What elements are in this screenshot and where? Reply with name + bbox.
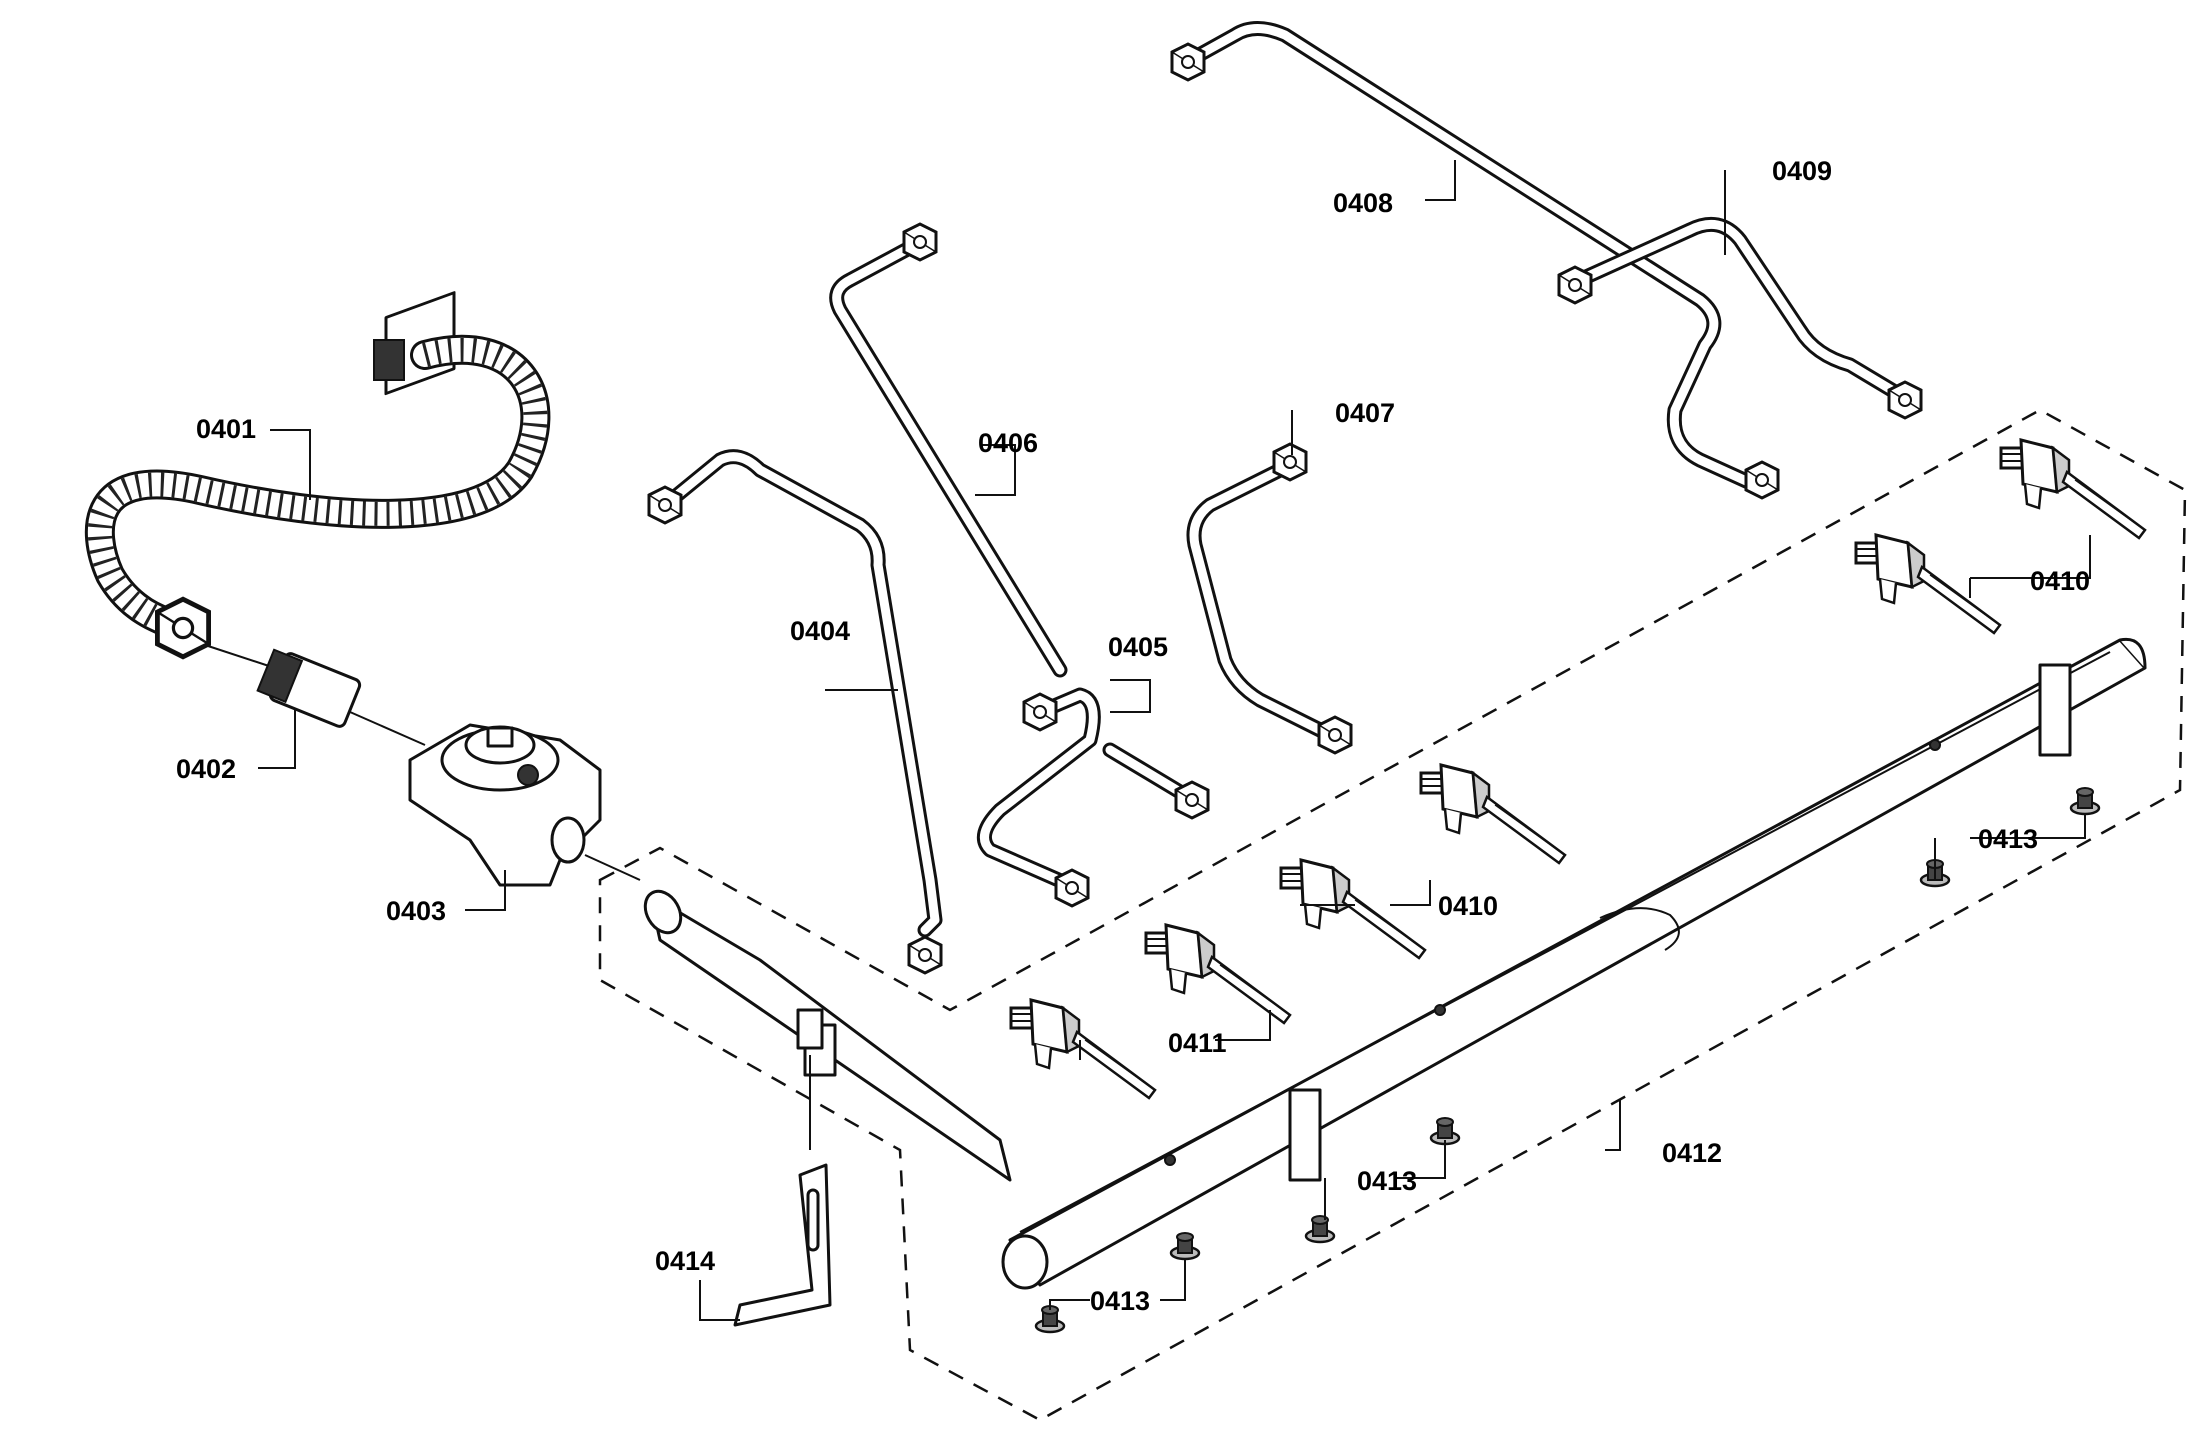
label-0411: 0411 [1168,1028,1227,1058]
label-0412: 0412 [1662,1138,1722,1168]
tube-0407 [1186,442,1353,755]
label-0401: 0401 [196,414,256,444]
label-0408: 0408 [1333,188,1393,218]
tube-0408 [1170,21,1780,500]
label-0413-left: 0413 [1090,1286,1150,1316]
tube-0409 [1557,216,1923,420]
label-0409: 0409 [1772,156,1832,186]
flex-hose-0401 [84,291,551,657]
valve-0410-d [1279,858,1427,960]
screw-0413-a [2069,786,2101,816]
label-0407: 0407 [1335,398,1395,428]
tube-0406 [829,222,1068,678]
valve-0411-b [1009,998,1157,1100]
label-0403: 0403 [386,896,446,926]
regulator-0403 [408,723,641,887]
label-0404: 0404 [790,616,850,646]
label-0410-center: 0410 [1438,891,1498,921]
screw-0413-d [1304,1214,1336,1244]
leader-lines [258,160,2091,1321]
tube-0405 [976,687,1210,908]
label-0414: 0414 [655,1246,715,1276]
label-0405: 0405 [1108,632,1168,662]
screw-0413-e [1169,1231,1201,1261]
label-0410-right: 0410 [2030,566,2090,596]
assembly-boundary [598,408,2187,1422]
label-0413-right: 0413 [1978,824,2038,854]
fitting-0402 [204,644,426,746]
label-0402: 0402 [176,754,236,784]
tube-0404 [647,449,943,975]
valve-0410-b [1854,533,2002,635]
valve-0411-a [1144,923,1292,1025]
valve-0410-c [1419,763,1567,865]
bracket-0414 [733,1008,832,1327]
label-0406: 0406 [978,428,1038,458]
label-0413-center: 0413 [1357,1166,1417,1196]
